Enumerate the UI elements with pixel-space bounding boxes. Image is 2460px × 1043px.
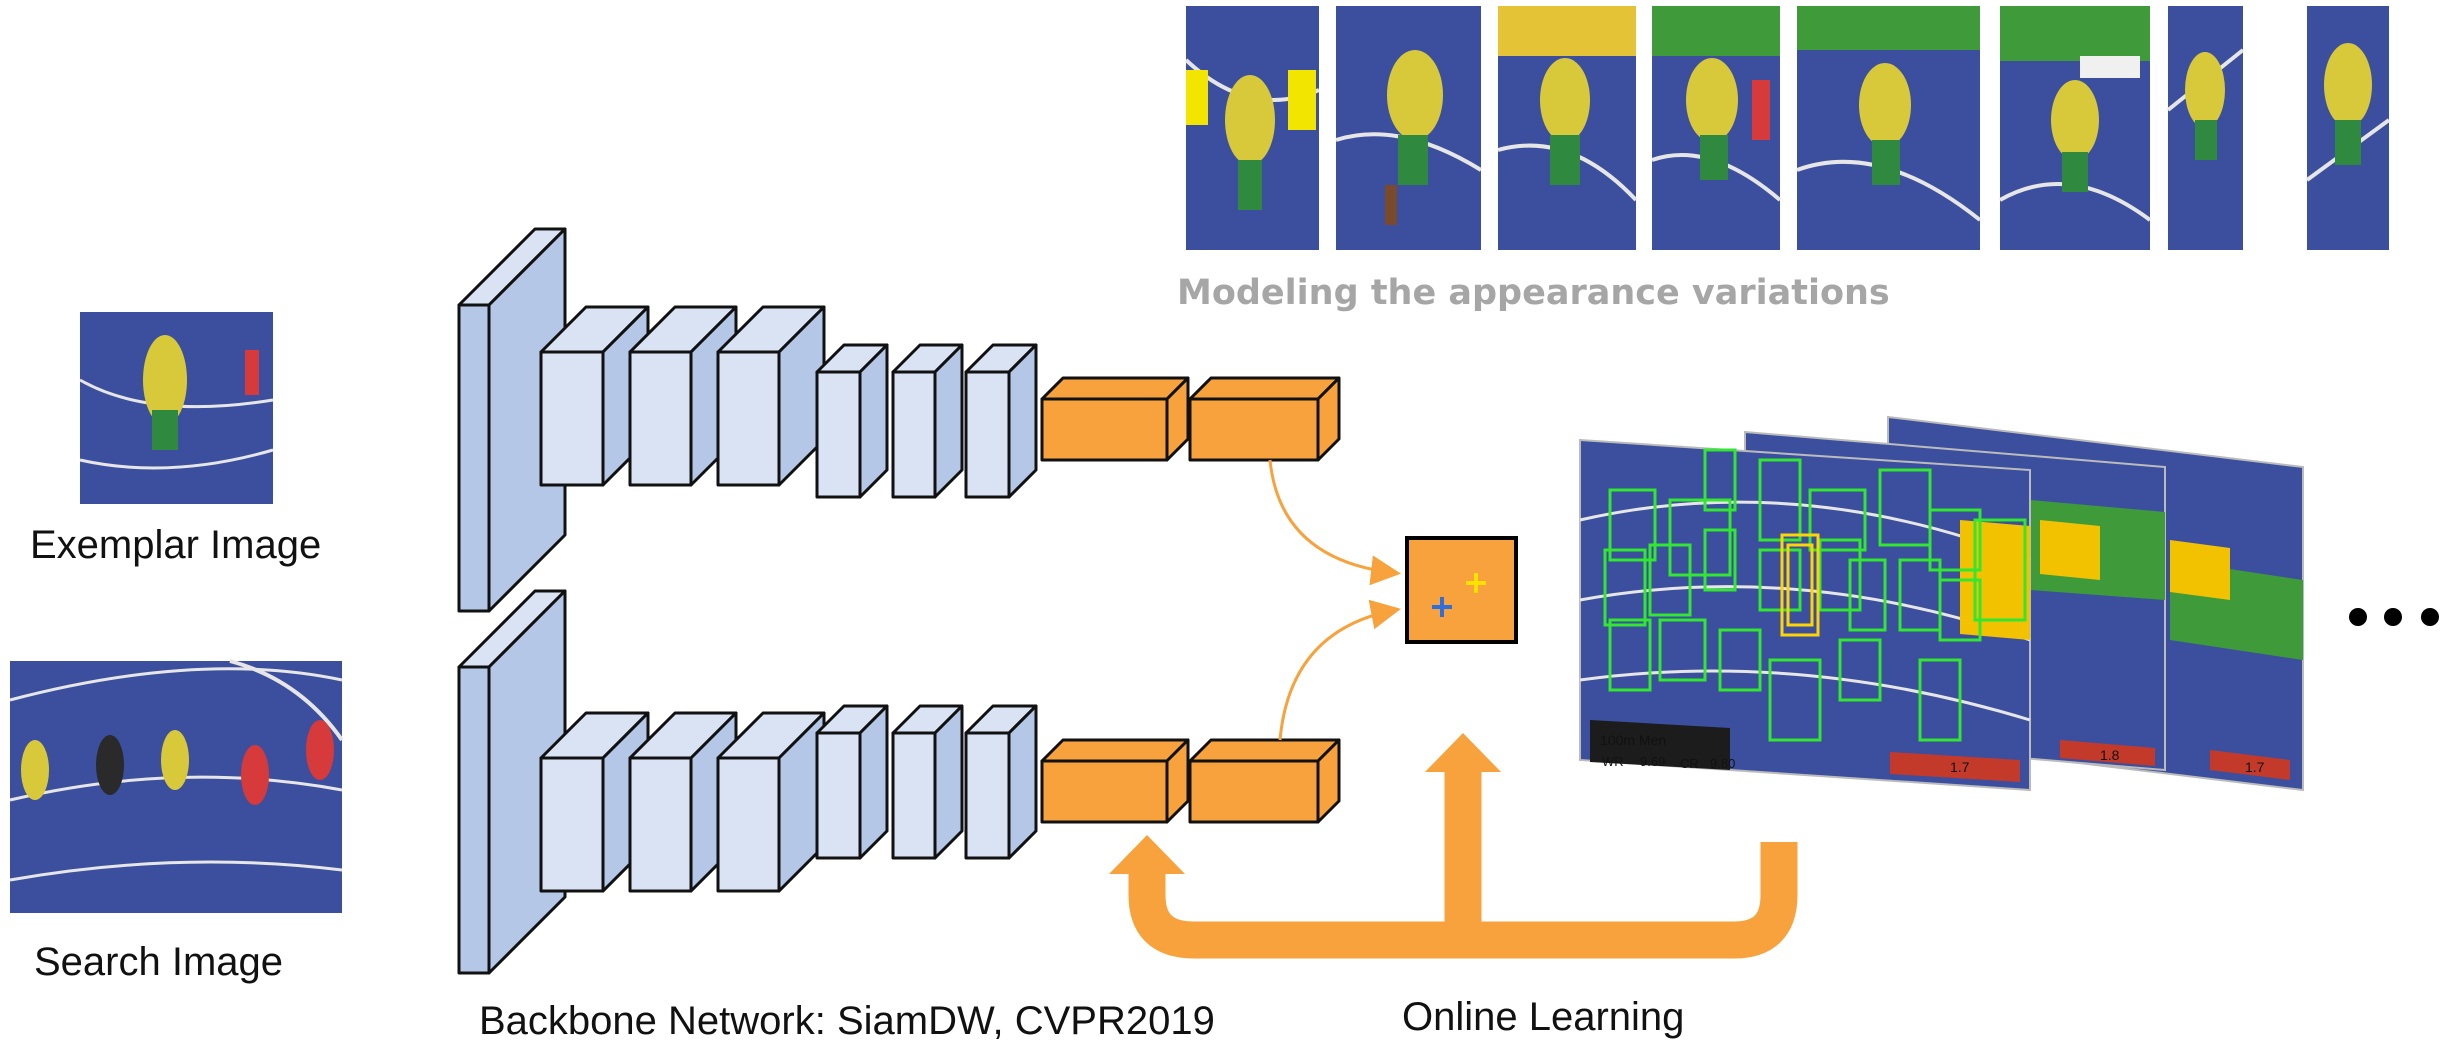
lower-branch xyxy=(457,589,1341,975)
appearance-crop-5 xyxy=(1796,6,1982,250)
frame-front-timer: 1.7 xyxy=(1950,759,1970,775)
lower-conv-block-6 xyxy=(964,704,1038,860)
appearance-crop-8 xyxy=(2305,6,2391,250)
upper-conv-block-5 xyxy=(891,343,964,499)
upper-conv-block-4 xyxy=(815,343,889,499)
candidate-boxes xyxy=(1603,448,2027,742)
upper-feature-block-2 xyxy=(1188,376,1341,462)
online-learning-arrow xyxy=(1109,733,1798,959)
frame-back-timer: 1.7 xyxy=(2245,759,2265,775)
frame-wr-tag: WR xyxy=(1602,754,1624,769)
lower-conv-block-3 xyxy=(716,711,826,893)
online-learning-label: Online Learning xyxy=(1402,995,1684,1039)
tracked-frames-stack: 1.7 1.8 100m Men WR 9.69 CR 9.80 1.7 xyxy=(1579,415,2304,792)
appearance-crop-1 xyxy=(1184,6,1320,250)
lower-feature-block-2 xyxy=(1188,738,1341,824)
lower-feature-block-1 xyxy=(1040,738,1190,824)
frame-record-title: 100m Men xyxy=(1600,732,1666,748)
appearance-caption: Modeling the appearance variations xyxy=(1177,273,1890,313)
frame-middle-timer: 1.8 xyxy=(2100,747,2120,763)
backbone-label: Backbone Network: SiamDW, CVPR2019 xyxy=(479,999,1215,1043)
appearance-crop-3 xyxy=(1497,6,1638,250)
lower-conv-block-5 xyxy=(891,704,964,860)
search-label: Search Image xyxy=(34,940,283,984)
more-frames-ellipsis xyxy=(2349,608,2439,626)
upper-feature-block-1 xyxy=(1040,376,1190,462)
exemplar-image xyxy=(79,312,274,504)
yellow-plus-icon xyxy=(1466,573,1486,593)
appearance-crop-2 xyxy=(1335,6,1483,250)
appearance-crop-4 xyxy=(1651,6,1782,250)
upper-input-block xyxy=(457,227,567,613)
lower-to-response-arrow xyxy=(1278,599,1401,741)
target-boxes xyxy=(1780,533,1820,637)
frame-front: 100m Men WR 9.69 CR 9.80 1.7 xyxy=(1579,438,2031,792)
appearance-crop-7 xyxy=(2166,6,2245,250)
exemplar-label: Exemplar Image xyxy=(30,523,321,567)
search-image xyxy=(9,659,344,913)
frame-wr-time: 9.69 xyxy=(1640,754,1665,769)
blue-plus-icon xyxy=(1432,597,1452,617)
appearance-crop-6 xyxy=(1999,6,2152,250)
frame-cr-tag: CR xyxy=(1680,756,1699,771)
upper-to-response-arrow xyxy=(1268,459,1401,586)
appearance-strip xyxy=(1184,6,2391,250)
frame-cr-time: 9.80 xyxy=(1710,756,1735,771)
upper-branch xyxy=(457,227,1341,613)
response-map xyxy=(1405,536,1518,644)
upper-conv-block-3 xyxy=(716,305,826,487)
lower-conv-block-4 xyxy=(815,704,889,860)
upper-conv-block-6 xyxy=(964,343,1038,499)
